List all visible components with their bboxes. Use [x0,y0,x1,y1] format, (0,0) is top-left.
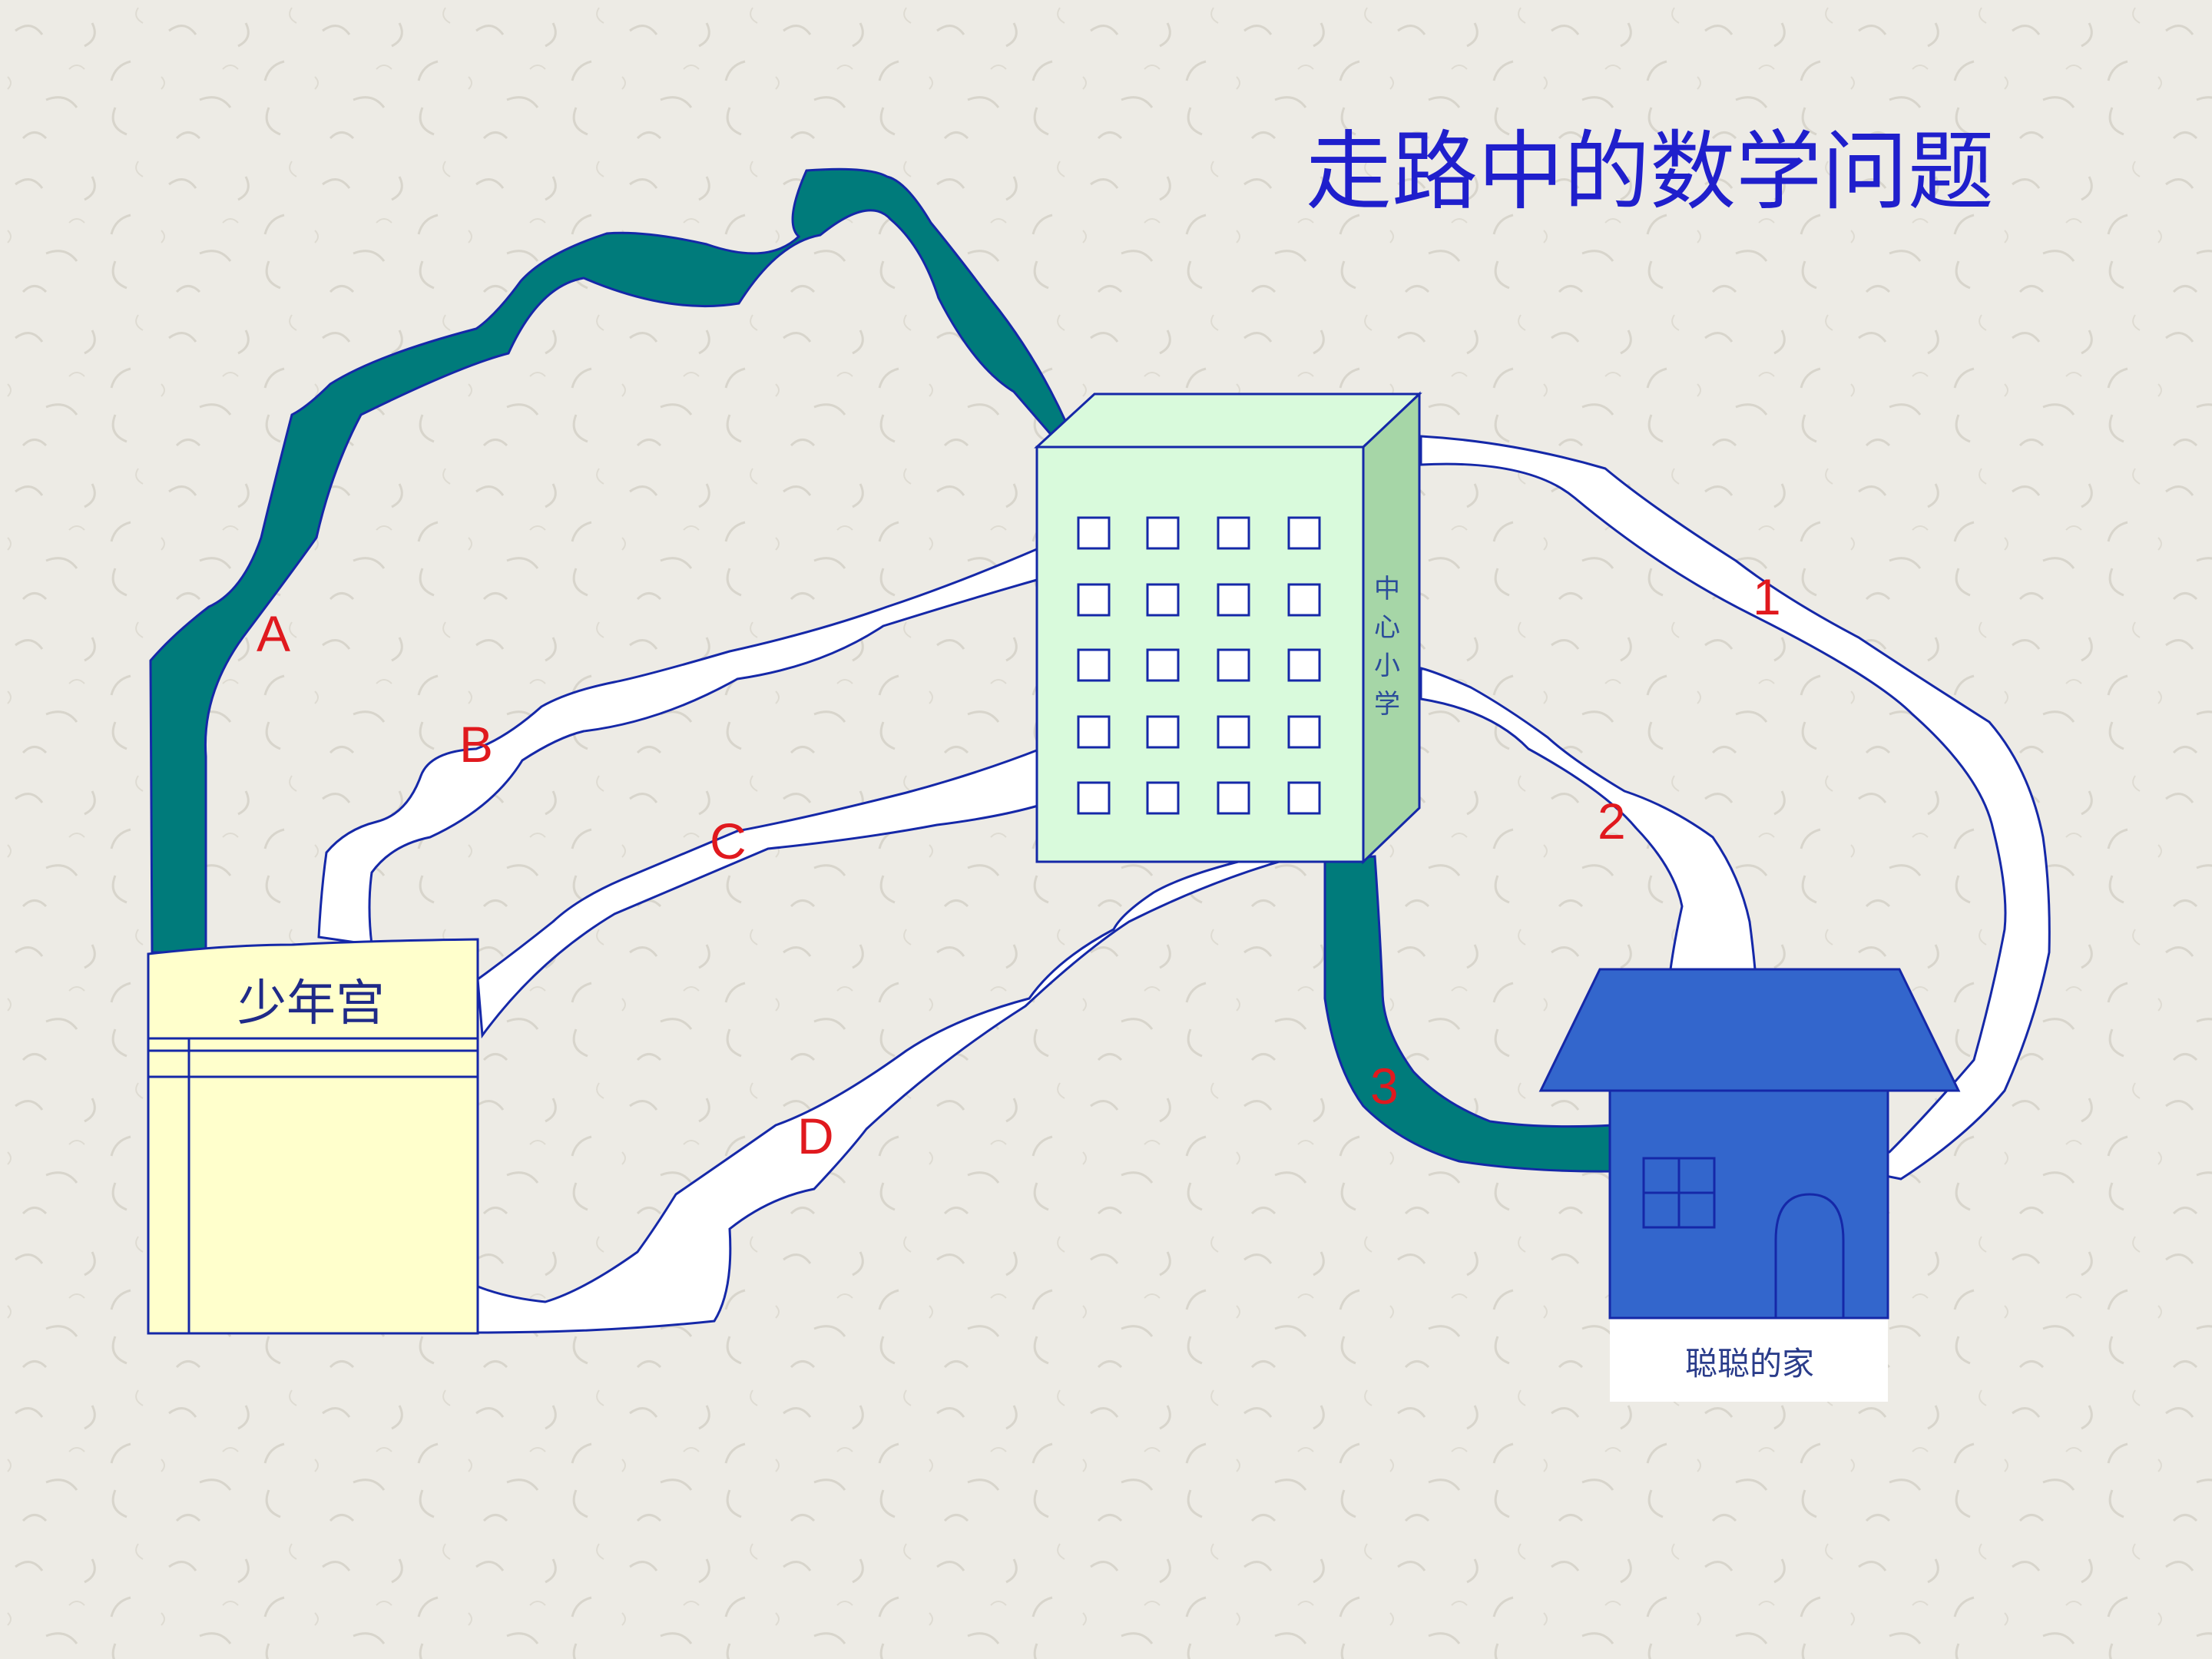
school-window [1077,583,1111,617]
home-label: 聪聪的家 [1685,1345,1814,1382]
school-building: 中 心 小 学 [1034,391,1422,865]
route-a-path [149,167,1068,954]
youth-palace-building: 少年宫 [147,938,479,1335]
school-window [1287,583,1321,617]
school-label-char: 小 [1374,651,1400,681]
school-window [1077,516,1111,550]
school-window [1217,583,1250,617]
school-label-char: 中 [1374,574,1400,604]
home-label-background [1610,1317,1888,1402]
route-b-path [317,547,1038,946]
school-window [1077,781,1111,815]
school-label-char: 心 [1374,612,1400,643]
school-label-char: 学 [1374,689,1400,720]
school-window [1287,648,1321,682]
route-2-path [1419,667,1757,971]
school-window [1146,516,1180,550]
youth-palace-label: 少年宫 [237,975,385,1032]
school-window [1077,648,1111,682]
school-window [1146,781,1180,815]
school-window [1146,583,1180,617]
school-window [1217,781,1250,815]
home-door [1774,1193,1845,1317]
page-title: 走路中的数学问题 [1306,122,1994,222]
route-d-path [476,859,1285,1334]
school-window [1077,715,1111,749]
route-label-c: C [710,813,747,869]
home-window [1642,1157,1716,1229]
school-window [1217,516,1250,550]
youth-palace-body [147,1037,479,1335]
school-window [1217,648,1250,682]
school-window [1146,715,1180,749]
route-1-path [1419,435,2051,1181]
route-label-2: 2 [1598,793,1626,849]
route-label-d: D [797,1108,834,1164]
school-window [1146,648,1180,682]
home-building: 聪聪的家 [1538,968,1961,1402]
home-roof [1538,968,1961,1092]
school-window [1287,516,1321,550]
route-3-path [1323,855,1614,1173]
route-label-3: 3 [1370,1058,1399,1114]
school-windows [1077,516,1321,815]
youth-palace-roof-sign [147,938,479,1040]
school-window [1217,715,1250,749]
route-c-path [476,747,1042,1039]
home-body [1608,1088,1889,1320]
route-label-b: B [459,716,493,773]
school-top-face [1034,392,1422,449]
route-label-1: 1 [1753,568,1781,625]
school-window [1287,715,1321,749]
school-window [1287,781,1321,815]
route-label-a: A [257,605,290,662]
